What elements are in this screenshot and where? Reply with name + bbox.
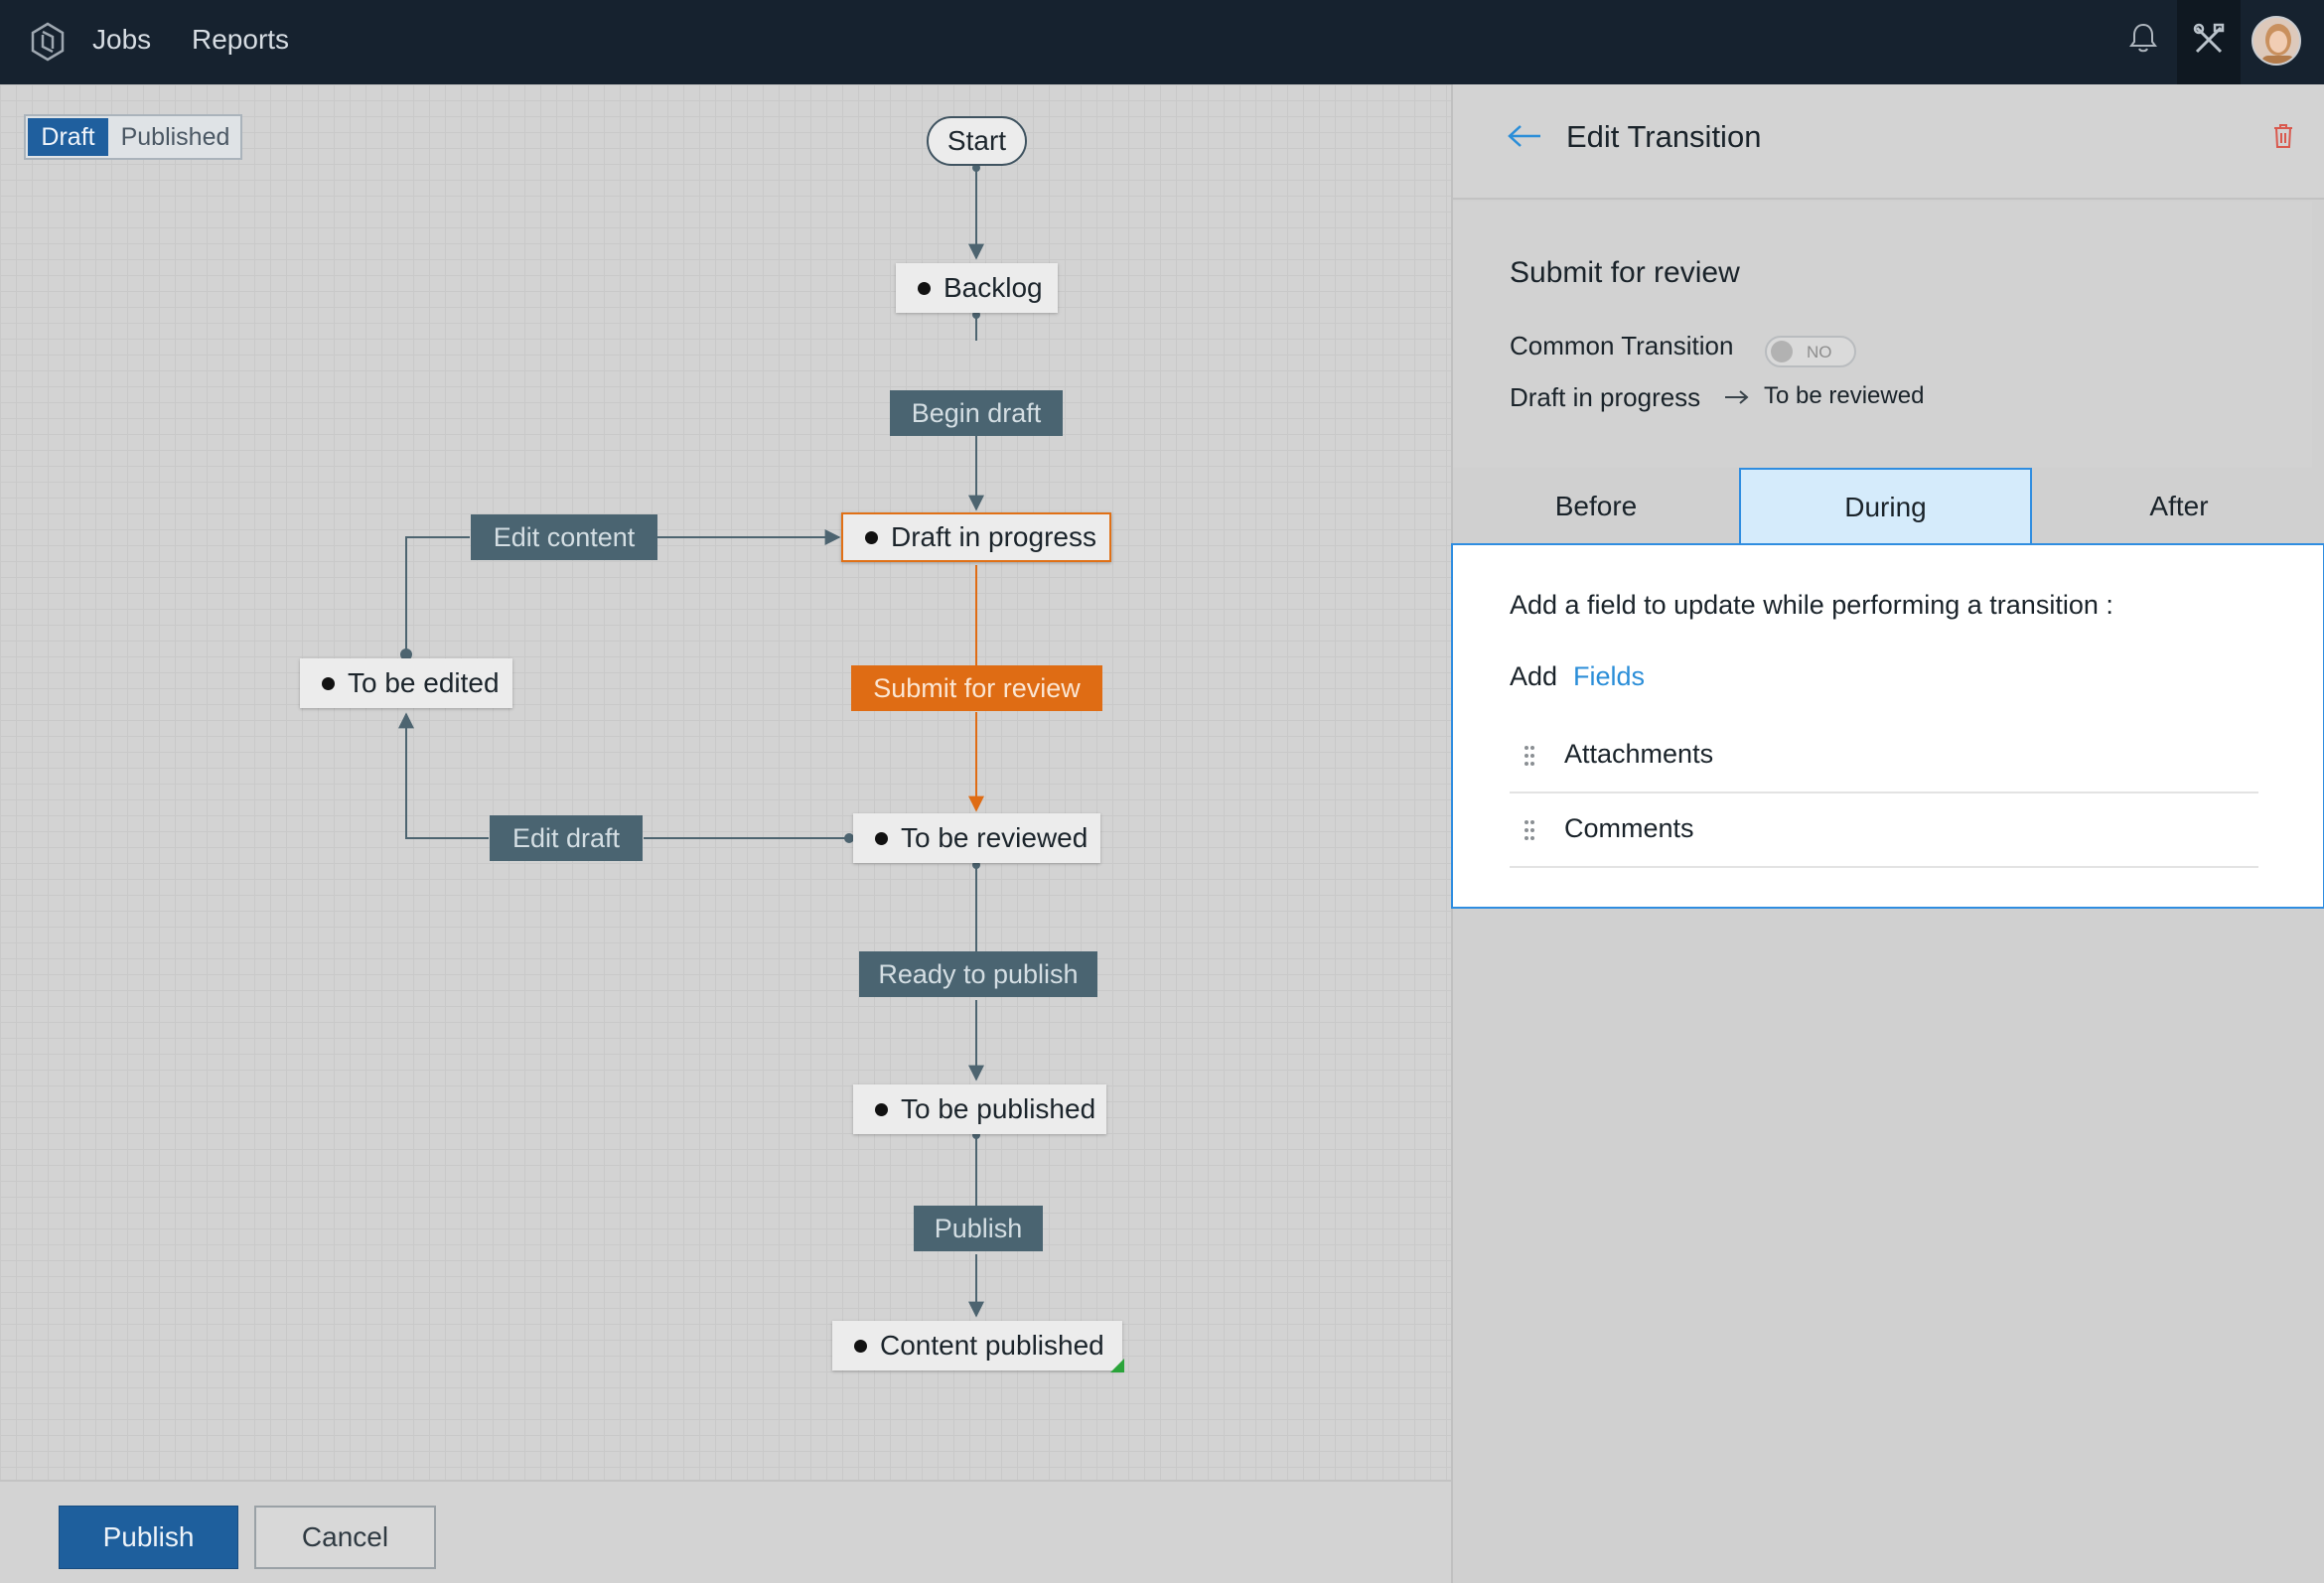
- state-label: Draft in progress: [891, 521, 1096, 552]
- draft-published-toggle[interactable]: Draft Published: [24, 114, 242, 160]
- state-label: To be reviewed: [901, 822, 1089, 853]
- cancel-button[interactable]: Cancel: [254, 1506, 436, 1569]
- panel-title: Edit Transition: [1566, 119, 1762, 154]
- transition-tabs: Before During After: [1453, 468, 2324, 545]
- state-dot: [322, 676, 335, 690]
- transition-summary: Submit for review Common Transition NO D…: [1453, 202, 2312, 468]
- transition-begin-draft[interactable]: Begin draft: [890, 390, 1063, 436]
- avatar[interactable]: [2251, 16, 2301, 66]
- final-state-marker: [1110, 1359, 1124, 1372]
- transition-publish[interactable]: Publish: [914, 1206, 1043, 1251]
- field-row-comments[interactable]: Comments: [1510, 793, 2258, 868]
- workflow-canvas[interactable]: Draft Published: [0, 84, 1451, 1480]
- drag-handle-icon[interactable]: [1524, 745, 1535, 767]
- field-name: Attachments: [1564, 739, 1714, 769]
- logo-icon[interactable]: [30, 22, 66, 62]
- to-state: To be reviewed: [1764, 382, 1925, 409]
- transition-ready-to-publish[interactable]: Ready to publish: [859, 951, 1097, 997]
- add-label: Add: [1510, 661, 1558, 691]
- nav-reports[interactable]: Reports: [192, 24, 290, 55]
- tools-icon: [2193, 23, 2225, 54]
- field-row-attachments[interactable]: Attachments: [1510, 719, 2258, 793]
- transition-edit-content[interactable]: Edit content: [471, 514, 657, 560]
- common-transition-toggle[interactable]: NO: [1765, 336, 1856, 367]
- panel-header: Edit Transition: [1453, 84, 2324, 200]
- transition-submit-for-review[interactable]: Submit for review: [851, 665, 1102, 711]
- arrow-right-icon: [1725, 390, 1749, 404]
- state-draft-in-progress[interactable]: Draft in progress: [841, 512, 1111, 562]
- drag-handle-icon[interactable]: [1524, 819, 1535, 841]
- transition-edit-draft[interactable]: Edit draft: [490, 815, 643, 861]
- nav-jobs[interactable]: Jobs: [92, 24, 152, 55]
- edit-transition-panel: Edit Transition Submit for review Common…: [1451, 84, 2324, 1583]
- back-arrow-icon[interactable]: [1507, 124, 1542, 148]
- state-label: Content published: [880, 1330, 1104, 1361]
- field-name: Comments: [1564, 813, 1694, 843]
- draft-option[interactable]: Draft: [26, 116, 110, 158]
- published-option[interactable]: Published: [120, 122, 230, 151]
- toggle-knob: [1771, 341, 1793, 362]
- tab-before[interactable]: Before: [1554, 491, 1638, 521]
- footer-bar: Publish Cancel: [0, 1480, 1451, 1583]
- state-to-be-published[interactable]: To be published: [853, 1084, 1106, 1134]
- transition-name: Submit for review: [1510, 256, 1740, 289]
- state-dot: [854, 1339, 867, 1353]
- top-navigation-bar: Jobs Reports: [0, 0, 2324, 84]
- tab-during[interactable]: During: [1739, 468, 2032, 545]
- during-description: Add a field to update while performing a…: [1510, 590, 2113, 620]
- common-transition-label: Common Transition: [1510, 331, 1734, 360]
- workflow-edges: [398, 164, 984, 1318]
- from-state: Draft in progress: [1510, 382, 1701, 412]
- add-fields-link[interactable]: Fields: [1573, 661, 1646, 691]
- state-label: To be edited: [348, 667, 500, 698]
- during-tab-content: Add a field to update while performing a…: [1451, 543, 2324, 909]
- bell-icon[interactable]: [2127, 20, 2159, 56]
- state-content-published[interactable]: Content published: [832, 1321, 1124, 1372]
- publish-button[interactable]: Publish: [59, 1506, 238, 1569]
- start-node[interactable]: Start: [927, 116, 1027, 166]
- trash-icon[interactable]: [2271, 122, 2295, 150]
- state-dot: [918, 281, 931, 295]
- tools-button[interactable]: [2177, 0, 2241, 84]
- state-backlog[interactable]: Backlog: [896, 263, 1058, 313]
- state-to-be-reviewed[interactable]: To be reviewed: [853, 813, 1100, 863]
- tab-after[interactable]: After: [2149, 491, 2209, 521]
- state-dot: [865, 530, 878, 544]
- toggle-value: NO: [1807, 343, 1832, 361]
- state-dot: [875, 1102, 888, 1116]
- state-label: To be published: [901, 1093, 1096, 1124]
- state-to-be-edited[interactable]: To be edited: [300, 658, 512, 708]
- state-label: Backlog: [944, 272, 1043, 303]
- state-dot: [875, 831, 888, 845]
